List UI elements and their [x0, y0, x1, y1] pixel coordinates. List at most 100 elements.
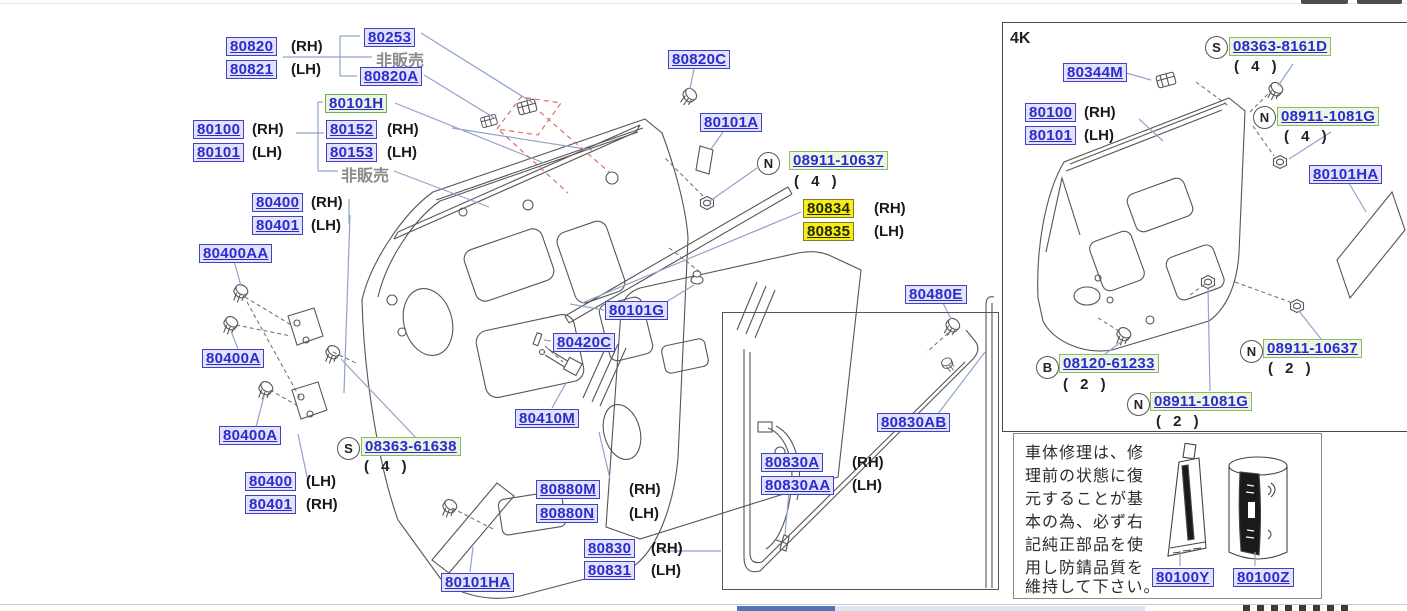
part-label-08911-10637[interactable]: 08911-10637: [789, 151, 888, 170]
weatherstrip-detail-box: [722, 312, 999, 590]
part-label-08363-61638[interactable]: 08363-61638: [361, 437, 461, 456]
door-glass-art: [582, 251, 862, 540]
part-label-80400AA[interactable]: 80400AA: [199, 244, 273, 263]
lh-marker: (LH): [874, 223, 904, 240]
top-divider-line: [0, 3, 1407, 4]
rh-marker: (RH): [387, 121, 419, 138]
scrollbar-track[interactable]: [835, 606, 1145, 611]
door-panel-left-art: [361, 118, 689, 599]
part-label-08120-61233[interactable]: 08120-61233: [1059, 354, 1159, 373]
rh-marker: (RH): [306, 496, 338, 513]
part-label-80100[interactable]: 80100: [193, 120, 245, 139]
right-variant-panel-box: [1002, 22, 1407, 432]
rust-products-art: [1167, 442, 1288, 560]
part-label-80820A[interactable]: 80820A: [360, 67, 423, 86]
part-label-80101HA[interactable]: 80101HA: [441, 573, 515, 592]
part-label-08911-10637[interactable]: 08911-10637: [1263, 339, 1362, 358]
quantity-text: ( 2 ): [1156, 413, 1203, 430]
part-label-08911-1081G[interactable]: 08911-1081G: [1277, 107, 1380, 126]
not-sold-text: 非販売: [341, 168, 390, 185]
part-label-80880M[interactable]: 80880M: [536, 480, 601, 499]
rh-marker: (RH): [252, 121, 284, 138]
part-label-80830A[interactable]: 80830A: [761, 453, 824, 472]
lh-marker: (LH): [629, 505, 659, 522]
rh-marker: (RH): [629, 481, 661, 498]
quantity-text: ( 4 ): [1284, 128, 1331, 145]
part-label-80480E[interactable]: 80480E: [905, 285, 967, 304]
lh-marker: (LH): [252, 144, 282, 161]
part-label-80830[interactable]: 80830: [584, 539, 636, 558]
hinges-art: [287, 145, 714, 574]
part-label-80101[interactable]: 80101: [1025, 126, 1077, 145]
part-label-80420C[interactable]: 80420C: [553, 333, 616, 352]
not-sold-text: 非販売: [376, 53, 425, 70]
prefix-n-circle: N: [1240, 340, 1263, 363]
quantity-text: ( 2 ): [1063, 376, 1110, 393]
part-label-80101G[interactable]: 80101G: [605, 301, 669, 320]
part-label-80831[interactable]: 80831: [584, 561, 636, 580]
rh-marker: (RH): [1084, 104, 1116, 121]
part-label-80820C[interactable]: 80820C: [668, 50, 731, 69]
part-label-80821[interactable]: 80821: [226, 60, 278, 79]
repair-note-box: [1013, 433, 1322, 599]
part-label-80835-highlighted[interactable]: 80835: [803, 222, 855, 241]
part-label-80400A[interactable]: 80400A: [219, 426, 282, 445]
part-label-80400A[interactable]: 80400A: [202, 349, 265, 368]
part-label-80100Z[interactable]: 80100Z: [1233, 568, 1294, 587]
lh-marker: (LH): [291, 61, 321, 78]
note-line-2: 理前の状態に復: [1025, 466, 1145, 485]
rh-marker: (RH): [852, 454, 884, 471]
part-label-80400[interactable]: 80400: [245, 472, 297, 491]
part-label-80153[interactable]: 80153: [326, 143, 378, 162]
prefix-n-circle: N: [1127, 393, 1150, 416]
rh-marker: (RH): [651, 540, 683, 557]
part-label-80834-highlighted[interactable]: 80834: [803, 199, 855, 218]
lh-marker: (LH): [306, 473, 336, 490]
red-dashed-tape: [495, 96, 610, 194]
rh-marker: (RH): [874, 200, 906, 217]
rh-marker: (RH): [311, 194, 343, 211]
quantity-text: ( 4 ): [794, 173, 841, 190]
note-line-6: 用し防錆品質を: [1025, 558, 1145, 577]
part-label-80401[interactable]: 80401: [245, 495, 297, 514]
browser-tab-stub-2[interactable]: [1357, 0, 1402, 4]
variant-tag-4k: 4K: [1010, 30, 1031, 47]
lh-marker: (LH): [852, 477, 882, 494]
lh-marker: (LH): [311, 217, 341, 234]
part-label-80100Y[interactable]: 80100Y: [1152, 568, 1214, 587]
note-line-7: 維持して下さい。: [1025, 577, 1161, 596]
prefix-b-circle: B: [1036, 356, 1059, 379]
part-label-80101[interactable]: 80101: [193, 143, 245, 162]
prefix-n-circle: N: [757, 152, 780, 175]
part-label-80344M[interactable]: 80344M: [1063, 63, 1128, 82]
part-label-80101HA[interactable]: 80101HA: [1309, 165, 1383, 184]
part-label-80400[interactable]: 80400: [252, 193, 304, 212]
part-label-80880N[interactable]: 80880N: [536, 504, 599, 523]
part-label-80101H[interactable]: 80101H: [325, 94, 388, 113]
note-line-3: 元することが基: [1025, 489, 1145, 508]
note-line-5: 記純正部品を使: [1025, 535, 1145, 554]
part-label-08911-1081G[interactable]: 08911-1081G: [1150, 392, 1253, 411]
part-label-80410M[interactable]: 80410M: [515, 409, 580, 428]
door-panel-right-art: [1037, 97, 1406, 352]
bottom-divider-line: [0, 604, 1407, 605]
moldings-art: [393, 124, 793, 324]
diagram-code-clipped: [1243, 605, 1355, 611]
note-line-1: 車体修理は、修: [1025, 443, 1145, 462]
part-label-80830AA[interactable]: 80830AA: [761, 476, 835, 495]
quantity-text: ( 2 ): [1268, 360, 1315, 377]
browser-tab-stub-1[interactable]: [1301, 0, 1348, 4]
lh-marker: (LH): [1084, 127, 1114, 144]
part-label-80253[interactable]: 80253: [364, 28, 416, 47]
part-label-08363-8161D[interactable]: 08363-8161D: [1229, 37, 1332, 56]
part-label-80820[interactable]: 80820: [226, 37, 278, 56]
weatherstrip-art: [743, 296, 995, 588]
part-label-80401[interactable]: 80401: [252, 216, 304, 235]
part-label-80100[interactable]: 80100: [1025, 103, 1077, 122]
part-label-80101A[interactable]: 80101A: [700, 113, 763, 132]
part-label-80152[interactable]: 80152: [326, 120, 378, 139]
quantity-text: ( 4 ): [364, 458, 411, 475]
scrollbar-thumb[interactable]: [737, 606, 835, 611]
part-label-80830AB[interactable]: 80830AB: [877, 413, 951, 432]
